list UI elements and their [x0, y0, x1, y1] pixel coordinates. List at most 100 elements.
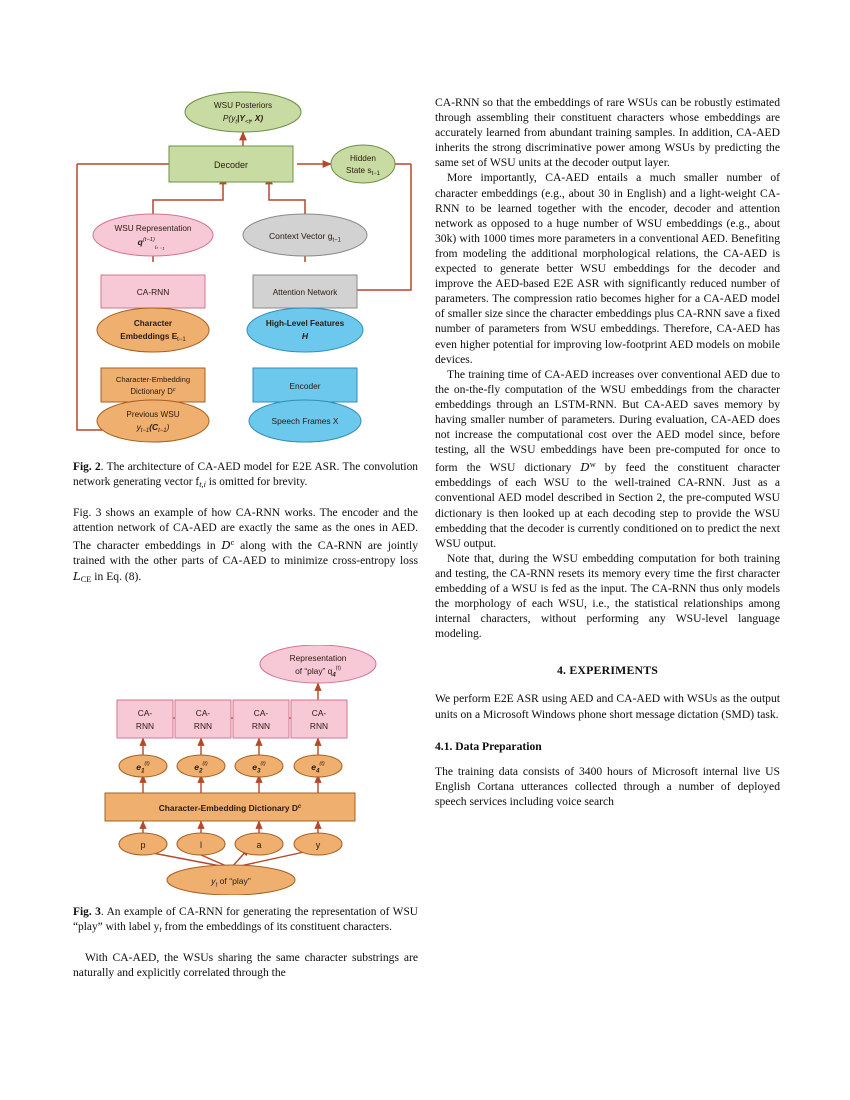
node-encoder: Encoder [252, 367, 358, 403]
section-heading-experiments: 4. EXPERIMENTS [556, 663, 659, 678]
right-column-text: CA-RNN so that the embeddings of rare WS… [435, 95, 780, 809]
ca-rnn-label: CA-RNN [137, 287, 170, 297]
fig3-intro-loss-sub: CE [80, 574, 92, 584]
paragraph-fig3-intro: Fig. 3 shows an example of how CA-RNN wo… [73, 505, 418, 586]
figure-3-caption: Fig. 3. An example of CA-RNN for generat… [73, 905, 418, 937]
figure-2-svg: WSU Posteriors P(yt|Y<t, X) Decoder Hidd… [76, 91, 412, 443]
svg-text:of “play” q4(t): of “play” q4(t) [295, 665, 341, 678]
svg-text:yt−1(Ct−1): yt−1(Ct−1) [136, 422, 170, 434]
paragraph-r3: The training time of CA-AED increases ov… [435, 367, 780, 551]
svg-text:Dictionary Dc: Dictionary Dc [130, 387, 175, 396]
fig3-caption-body: . An example of CA-RNN for generating th… [73, 906, 418, 933]
svg-text:e4(t): e4(t) [311, 761, 325, 775]
node-ca-rnn: CA-RNN [100, 274, 206, 309]
attention-network-label: Attention Network [273, 288, 339, 297]
node-speech-frames: Speech Frames X [248, 399, 362, 443]
fig3-intro-dc-sup: c [230, 538, 235, 548]
wsu-representation-line1: WSU Representation [115, 224, 192, 233]
svg-text:q(t−1)iₜ ₋₁: q(t−1)iₜ ₋₁ [138, 237, 165, 251]
high-level-features-line2: H [302, 331, 309, 341]
node-previous-wsu: Previous WSU yt−1(Ct−1) [96, 399, 210, 443]
left-column-text: Fig. 2. The architecture of CA-AED model… [73, 460, 418, 587]
node-wsu-posteriors: WSU Posteriors P(yt|Y<t, X) [184, 91, 302, 133]
paragraph-left-last: With CA-AED, the WSUs sharing the same c… [73, 951, 418, 980]
left-column-text-lower: Fig. 3. An example of CA-RNN for generat… [73, 905, 418, 980]
svg-text:RNN: RNN [310, 721, 328, 731]
fig3-caption-body2: from the embeddings of its constituent c… [161, 920, 392, 933]
previous-wsu-line1: Previous WSU [126, 410, 179, 419]
svg-text:RNN: RNN [194, 721, 212, 731]
char-node-y: y [293, 832, 343, 856]
svg-text:State st−1: State st−1 [346, 166, 381, 177]
svg-text:l: l [200, 840, 202, 850]
fig3-intro-a: Fig. 3 shows an example of how CA-RNN wo… [73, 506, 418, 553]
rnn-cell-2: CA- RNN [174, 699, 232, 739]
svg-text:y: y [316, 840, 321, 850]
figure-3-ca-rnn: Representation of “play” q4(t) CA- RNN C… [73, 645, 418, 895]
paragraph-r6: The training data consists of 3400 hours… [435, 764, 780, 808]
figure-3-svg: Representation of “play” q4(t) CA- RNN C… [104, 645, 377, 895]
dictionary-line1: Character-Embedding [116, 375, 190, 384]
fig3-caption-sub: t [159, 924, 162, 934]
svg-text:CA-: CA- [196, 708, 211, 718]
spacer-2 [73, 937, 418, 950]
spacer-6 [435, 754, 780, 764]
node-hidden-state: Hidden State st−1 [330, 144, 396, 184]
high-level-features-line1: High-Level Features [266, 319, 345, 328]
fig2-caption-body2: is omitted for brevity. [205, 475, 308, 488]
speech-frames-label: Speech Frames X [271, 416, 338, 426]
node-decoder: Decoder [168, 145, 294, 183]
node-context-vector: Context Vector gt−1 [242, 213, 368, 257]
node-wsu-label: yt of “play” [166, 864, 296, 895]
node-dictionary-bar: Character-Embedding Dictionary Dc [104, 792, 356, 822]
paragraph-r2: More importantly, CA-AED entails a much … [435, 171, 780, 366]
subsection-heading-data-preparation: 4.1. Data Preparation [435, 739, 542, 753]
node-character-embeddings: Character Embeddings Et−1 [96, 307, 210, 353]
rnn-cell-4: CA- RNN [290, 699, 348, 739]
paragraph-r5: We perform E2E ASR using AED and CA-AED … [435, 692, 780, 721]
fig3-intro-e: in Eq. (8). [91, 569, 142, 583]
svg-text:RNN: RNN [136, 721, 154, 731]
paragraph-r4: Note that, during the WSU embedding comp… [435, 551, 780, 641]
fig3-intro-dc: D [221, 538, 231, 553]
hidden-state-line1: Hidden [350, 154, 376, 163]
embedding-e1: e1(t) [118, 754, 168, 778]
svg-text:RNN: RNN [252, 721, 270, 731]
r3-c: by feed the constituent character embedd… [435, 461, 780, 550]
node-char-embedding-dictionary: Character-Embedding Dictionary Dc [100, 367, 206, 403]
figure-2-architecture: WSU Posteriors P(yt|Y<t, X) Decoder Hidd… [73, 90, 418, 445]
spacer-4 [435, 678, 780, 691]
svg-text:yt of “play”: yt of “play” [210, 876, 251, 888]
encoder-label: Encoder [289, 381, 320, 391]
svg-text:e1(t): e1(t) [136, 761, 150, 775]
wsu-posteriors-line1: WSU Posteriors [214, 101, 272, 110]
svg-text:CA-: CA- [254, 708, 269, 718]
embedding-e3: e3(t) [234, 754, 284, 778]
representation-line1: Representation [290, 653, 347, 663]
svg-text:Character-Embedding Dictionary: Character-Embedding Dictionary Dc [159, 803, 302, 813]
rnn-cell-1: CA- RNN [116, 699, 174, 739]
spacer-5 [435, 722, 780, 739]
svg-text:Context Vector gt−1: Context Vector gt−1 [269, 231, 342, 243]
svg-text:P(yt|Y<t, X): P(yt|Y<t, X) [223, 113, 264, 125]
node-attention-network: Attention Network [252, 274, 358, 309]
svg-text:e3(t): e3(t) [252, 761, 266, 775]
fig3-intro-c: along with the CA-RNN are jointly traine… [73, 539, 418, 568]
svg-text:a: a [256, 840, 261, 850]
char-node-p: p [118, 832, 168, 856]
fig2-caption-body: . The architecture of CA-AED model for E… [73, 461, 418, 488]
char-node-l: l [176, 832, 226, 856]
wsu-posteriors-p: P(y [223, 113, 236, 123]
char-node-a: a [234, 832, 284, 856]
svg-text:e2(t): e2(t) [194, 761, 208, 775]
svg-text:Embeddings Et−1: Embeddings Et−1 [120, 332, 186, 343]
figure-2-caption: Fig. 2. The architecture of CA-AED model… [73, 460, 418, 492]
embedding-e4: e4(t) [293, 754, 343, 778]
spacer-3 [435, 641, 780, 663]
fig2-caption-sub: t,i [199, 479, 206, 489]
svg-text:CA-: CA- [312, 708, 327, 718]
char-embeddings-line1: Character [134, 319, 173, 328]
paragraph-r1: CA-RNN so that the embeddings of rare WS… [435, 96, 780, 170]
node-representation: Representation of “play” q4(t) [259, 645, 377, 684]
